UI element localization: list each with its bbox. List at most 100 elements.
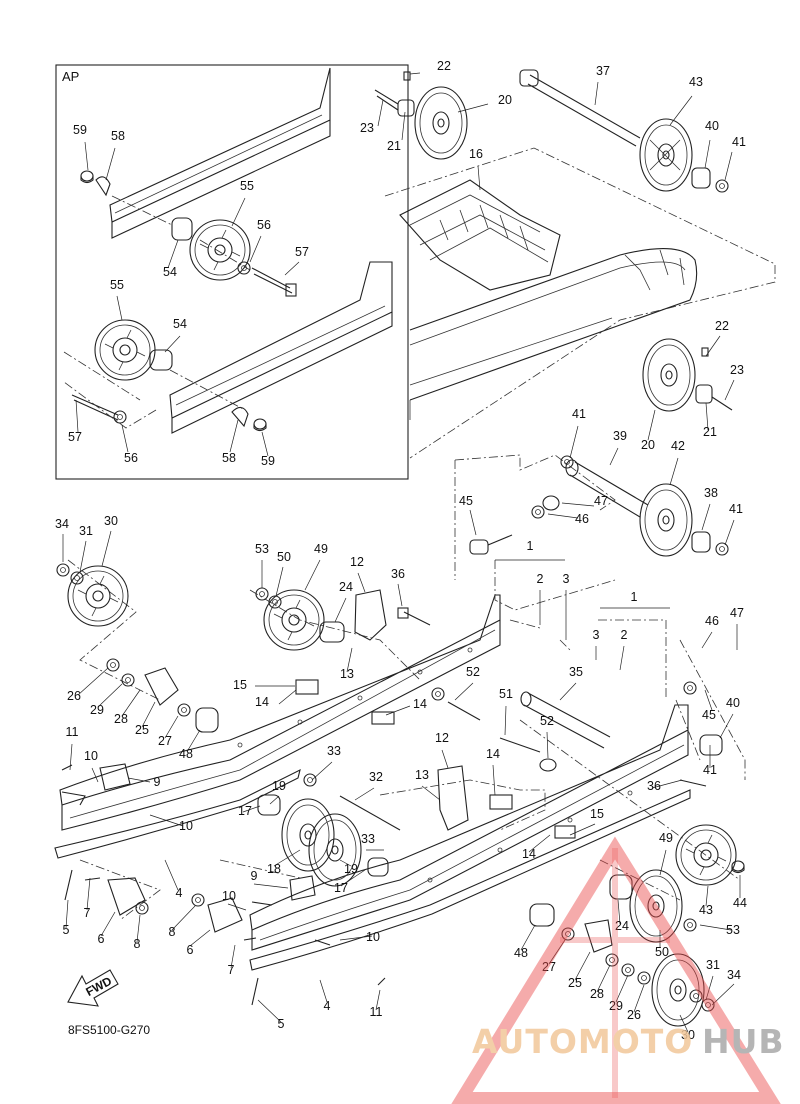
- bushing-48-left: [195, 707, 219, 733]
- callout-c7b: 7: [228, 963, 235, 977]
- upper-wheel-20: [414, 86, 468, 160]
- shaft-39: [569, 461, 649, 518]
- pad-14-right: [489, 794, 513, 810]
- callout-c56b: 56: [124, 451, 138, 465]
- upper-frame-assembly: [374, 69, 776, 459]
- callout-c5a: 5: [63, 923, 70, 937]
- callout-c11a: 11: [66, 725, 79, 739]
- callout-c48b: 48: [514, 946, 528, 960]
- callout-c15b: 15: [590, 807, 604, 821]
- block-6-left: [107, 877, 146, 916]
- callout-c43a: 43: [689, 75, 703, 89]
- callout-c10c: 10: [222, 889, 236, 903]
- pad-14-left: [295, 679, 319, 695]
- callout-c10b: 10: [179, 819, 193, 833]
- wheel-49-left: [263, 589, 325, 651]
- wheel-42: [639, 483, 693, 557]
- callout-c2b: 2: [621, 628, 628, 642]
- shaft-35: [523, 692, 611, 749]
- mid-shaft-assembly: [454, 454, 729, 580]
- callout-c31a: 31: [79, 524, 93, 538]
- callout-c1a: 1: [527, 539, 534, 553]
- inset-bushing-54-upper: [171, 217, 193, 241]
- wheel-18-left: [281, 798, 335, 872]
- inset-wheel-55-lower: [94, 319, 156, 381]
- callout-c33a: 33: [327, 744, 341, 758]
- callout-c8a: 8: [134, 937, 141, 951]
- bracket-12-right: [437, 765, 469, 831]
- callout-c9a: 9: [154, 775, 161, 789]
- watermark-triangle-icon: [451, 836, 781, 1104]
- grease-nipple-22-upper: [403, 71, 411, 81]
- callout-c10d: 10: [366, 930, 380, 944]
- callout-c36b: 36: [647, 779, 661, 793]
- callout-c22b: 22: [715, 319, 729, 333]
- callout-c32: 32: [369, 770, 383, 784]
- callout-c22a: 22: [437, 59, 451, 73]
- inset-label: AP: [62, 69, 79, 84]
- callout-c15a: 15: [233, 678, 247, 692]
- catalog-code: 8FS5100-G270: [68, 1023, 150, 1037]
- callout-c33b: 33: [361, 832, 375, 846]
- callout-c58b: 58: [222, 451, 236, 465]
- collar-21-upper: [397, 99, 415, 117]
- callout-c18: 18: [267, 862, 281, 876]
- callout-c57b: 57: [68, 430, 82, 444]
- watermark-text-automoto: AUTOMOTO: [472, 1022, 693, 1061]
- callout-c43b: 43: [699, 903, 713, 917]
- callout-c50a: 50: [277, 550, 291, 564]
- callout-c26a: 26: [67, 689, 81, 703]
- collar-40-upper: [691, 167, 711, 189]
- watermark-text-hub: HUB: [702, 1022, 785, 1061]
- callout-c51: 51: [499, 687, 513, 701]
- callout-c40b: 40: [726, 696, 740, 710]
- callout-c57a: 57: [295, 245, 309, 259]
- callout-c47a: 47: [594, 494, 608, 508]
- inset-ap-panel: AP: [55, 64, 409, 480]
- callout-c46b: 46: [705, 614, 719, 628]
- callout-c13b: 13: [415, 768, 429, 782]
- bracket-12-left: [354, 589, 387, 641]
- nut-47-upper: [542, 495, 560, 511]
- callout-c30a: 30: [104, 514, 118, 528]
- callout-c41d: 41: [703, 763, 717, 777]
- callout-c14d: 14: [522, 847, 536, 861]
- callout-c31b: 31: [706, 958, 720, 972]
- callout-c50b: 50: [655, 945, 669, 959]
- callout-c7a: 7: [84, 906, 91, 920]
- callout-c54b: 54: [173, 317, 187, 331]
- inset-rail-upper: [109, 67, 331, 223]
- wheel-43-upper: [639, 118, 693, 192]
- inset-bolt-57-lower: [71, 394, 119, 421]
- callout-c53b: 53: [726, 923, 740, 937]
- bracket-25-right: [584, 919, 613, 953]
- callout-c28b: 28: [590, 987, 604, 1001]
- callout-c12a: 12: [350, 555, 364, 569]
- bushing-17-left: [257, 794, 281, 816]
- callout-c1b: 1: [631, 590, 638, 604]
- collar-40-lower: [699, 734, 723, 756]
- callout-c45a: 45: [459, 494, 473, 508]
- callout-c52a: 52: [466, 665, 480, 679]
- inset-wheel-55-upper: [189, 219, 251, 281]
- frame-16-body: [399, 179, 685, 291]
- callout-c26b: 26: [627, 1008, 641, 1022]
- callout-c58a: 58: [111, 129, 125, 143]
- callout-c14c: 14: [486, 747, 500, 761]
- slide-4-left: [54, 768, 301, 859]
- callout-c20b: 20: [641, 438, 655, 452]
- callout-c10a: 10: [84, 749, 98, 763]
- callout-c52b: 52: [540, 714, 554, 728]
- callout-c9b: 9: [251, 869, 258, 883]
- collar-38: [691, 531, 711, 553]
- callout-c53a: 53: [255, 542, 269, 556]
- wheel-20-lower: [642, 338, 696, 412]
- callout-c59b: 59: [261, 454, 275, 468]
- wheel-30-left: [67, 565, 129, 627]
- stopper-9-right: [289, 875, 316, 901]
- callout-c40a: 40: [705, 119, 719, 133]
- callout-c19a: 19: [272, 779, 286, 793]
- callout-c6b: 6: [187, 943, 194, 957]
- callout-c37: 37: [596, 64, 610, 78]
